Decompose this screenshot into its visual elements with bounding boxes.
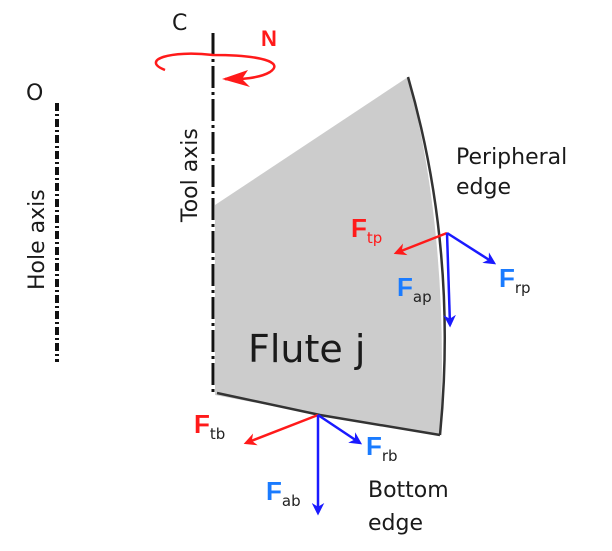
flute-body xyxy=(215,77,442,435)
hole-axis-label: Hole axis xyxy=(25,189,50,290)
force-label-rp: Frp xyxy=(499,263,531,297)
rotation-label: N xyxy=(261,26,277,51)
force-arrow-ap xyxy=(443,232,456,328)
peripheral-edge-label-2: edge xyxy=(456,175,511,200)
peripheral-edge-line xyxy=(406,76,446,436)
force-label-tb: Ftb xyxy=(194,409,225,443)
peripheral-edge-label-1: Peripheral xyxy=(456,145,567,170)
force-arrow-rp xyxy=(446,231,497,265)
force-label-ap: Fap xyxy=(397,272,432,306)
tool-point-label: C xyxy=(172,11,187,36)
rotation-arrow xyxy=(154,52,276,81)
force-arrow-tp xyxy=(393,231,448,256)
tool-axis-label: Tool axis xyxy=(178,128,203,223)
force-arrow-rb xyxy=(317,413,363,445)
force-label-tp: Ftp xyxy=(351,213,382,247)
force-label-rb: Frb xyxy=(366,431,398,465)
bottom-edge-label-1: Bottom xyxy=(368,478,449,503)
force-label-ab: Fab xyxy=(266,476,301,510)
hole-point-label: O xyxy=(26,81,43,106)
flute-label: Flute j xyxy=(248,327,365,371)
force-arrow-tb xyxy=(243,413,319,446)
bottom-edge-label-2: edge xyxy=(368,511,423,536)
rotation-arrowhead-icon xyxy=(222,70,250,87)
